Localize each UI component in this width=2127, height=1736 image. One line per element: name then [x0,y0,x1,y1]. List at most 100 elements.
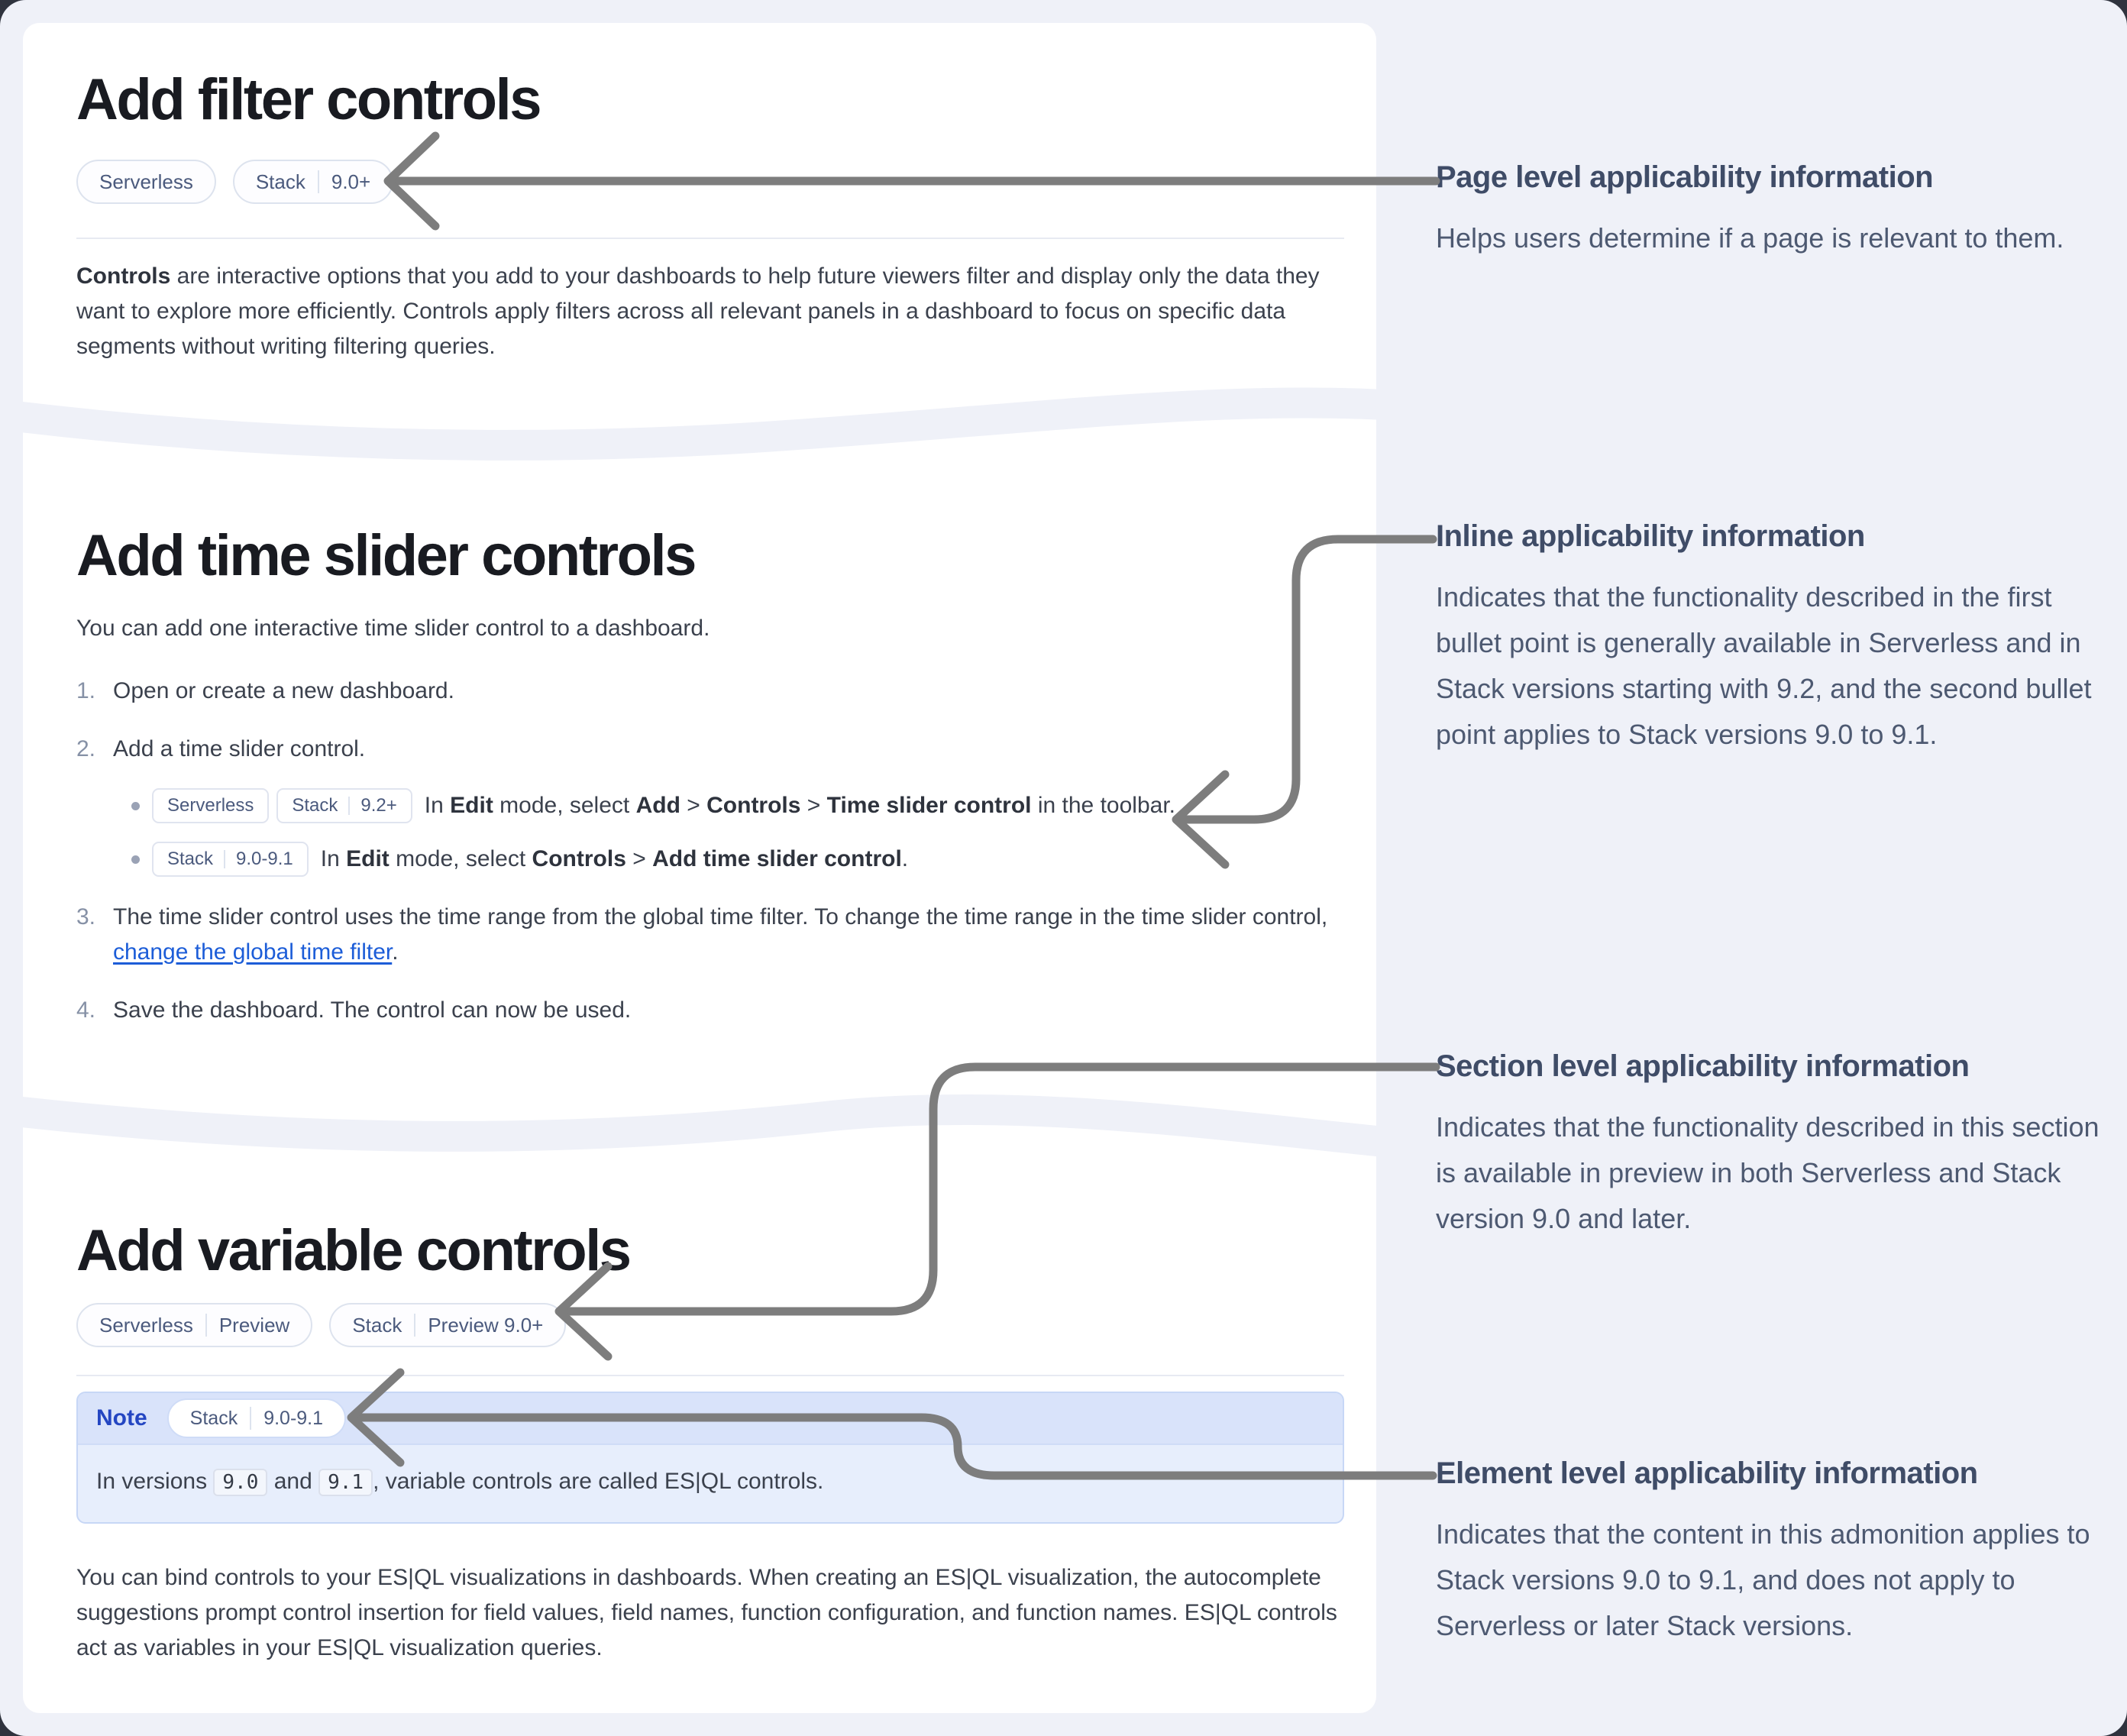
annotation-title: Page level applicability information [1436,160,1934,194]
text-run: are interactive options that you add to … [76,263,1320,360]
applicability-badge: Serverless [76,160,216,205]
badge-part-label: Stack [167,849,214,870]
badge-part-label: Serverless [99,1313,193,1337]
badge-divider [348,797,351,816]
ordered-step: 4. Save the dashboard. The control can n… [76,993,1344,1028]
applicability-badge: Stack Preview 9.0+ [329,1303,567,1348]
annotation-body: Indicates that the functionality describ… [1436,1111,2100,1234]
badge-part-label: Stack [189,1407,238,1429]
bullet-text: In Edit mode, select Add > Controls > Ti… [425,788,1175,823]
annotation-body: Indicates that the content in this admon… [1436,1518,2090,1641]
inline-link[interactable]: change the global time filter [113,939,393,965]
text-run: In [424,793,451,819]
text-bold: Add [635,793,680,819]
text-run: , variable controls are called ES|QL con… [373,1469,824,1495]
text-run: mode, select [493,793,636,819]
step-text-line: Add a time slider control. [113,732,1344,767]
inline-code: 9.1 [318,1469,373,1497]
applicability-badge: Stack 9.0-9.1 [166,1398,347,1439]
badge-part-label: Stack [292,795,338,816]
bullet-text: In Edit mode, select Controls > Add time… [321,842,908,877]
badge-divider [414,1314,416,1337]
section-title: Add variable controls [76,1218,632,1283]
ordered-step: 2. Add a time slider control. Serverless… [76,732,1344,878]
annotation-title: Element level applicability information [1436,1456,1978,1490]
text-bold: Controls [76,263,171,289]
annotation-title: Section level applicability information [1436,1049,1970,1083]
text-run: mode, select [389,846,532,872]
step-text: Open or create a new dashboard. [113,674,1344,709]
step-number: 2. [76,736,96,762]
badge-divider [250,1407,252,1431]
bullet-item: Stack 9.0-9.1 In Edit mode, select Contro… [131,842,1344,878]
badge-part-label: 9.0+ [331,170,371,193]
inline-code: 9.0 [213,1469,268,1497]
badge-part-label: Stack [352,1313,402,1337]
applicability-badge: Stack 9.0+ [232,160,394,205]
text-run: > [625,846,653,872]
intro-paragraph: Controls are interactive options that yo… [76,259,1344,364]
step-number: 4. [76,997,96,1023]
note-label: Note [96,1405,147,1431]
text-run: Add a time slider control. [113,736,366,762]
text-bold: Time slider control [826,793,1032,819]
section-intro: You can add one interactive time slider … [76,616,710,642]
text-bold: Controls [532,846,626,872]
text-run: > [680,793,707,819]
note-body: In versions 9.0 and 9.1, variable contro… [78,1445,1343,1522]
text-bold: Add time slider control [652,846,902,872]
badge-part-label: Preview 9.0+ [428,1313,544,1337]
step-text: The time slider control uses the time ra… [113,900,1344,970]
page-applicability-badges: Serverless Stack 9.0+ [76,160,1344,205]
text-run: In versions [96,1469,214,1495]
text-run: Save the dashboard. The control can now … [113,997,632,1023]
step-number: 3. [76,904,96,930]
applicability-badge: Stack 9.2+ [276,788,412,824]
badge-part-label: Stack [255,170,305,193]
annotation-title: Inline applicability information [1436,519,1865,553]
annotation-inline-level: Inline applicability information Indicat… [1436,518,2108,758]
bullet-dot-icon [131,801,140,810]
badge-divider [224,850,226,869]
applicability-badge: Stack 9.0-9.1 [152,842,309,878]
step-text: Save the dashboard. The control can now … [113,993,1344,1028]
divider-rule [76,238,1344,240]
text-bold: Edit [346,846,390,872]
badge-part-label: 9.2+ [360,795,397,816]
badge-part-label: 9.0-9.1 [236,849,293,870]
badge-divider [317,170,319,194]
applicability-badge: Serverless [152,788,270,824]
text-run: . [901,846,909,872]
annotation-section-level: Section level applicability information … [1436,1048,2108,1242]
text-run: in the toolbar. [1031,793,1175,819]
section-title: Add time slider controls [76,523,697,588]
text-run: and [267,1469,319,1495]
badge-part-label: Serverless [167,795,254,816]
inline-applicability-badges: Serverless Stack 9.2+ [152,788,412,824]
note-applicability-badge: Stack 9.0-9.1 [166,1398,347,1439]
applicability-badge: Serverless Preview [76,1303,313,1348]
badge-part-label: Serverless [99,170,193,193]
text-run: . [392,939,399,965]
annotation-element-level: Element level applicability information … [1436,1455,2108,1649]
badge-divider [205,1314,207,1337]
ordered-step: 3. The time slider control uses the time… [76,900,1344,970]
annotation-body: Indicates that the functionality describ… [1436,581,2092,750]
badge-part-label: 9.0-9.1 [263,1407,324,1429]
text-run: In [320,846,347,872]
badge-part-label: Preview [218,1313,290,1337]
annotation-body: Helps users determine if a page is relev… [1436,222,2064,254]
divider-rule [76,1375,1344,1377]
text-bold: Edit [450,793,493,819]
section-paragraph: You can bind controls to your ES|QL visu… [76,1565,1337,1661]
bullet-dot-icon [131,855,140,864]
text-run: > [800,793,827,819]
note-header: Note Stack 9.0-9.1 [78,1393,1343,1446]
step-number: 1. [76,678,96,704]
